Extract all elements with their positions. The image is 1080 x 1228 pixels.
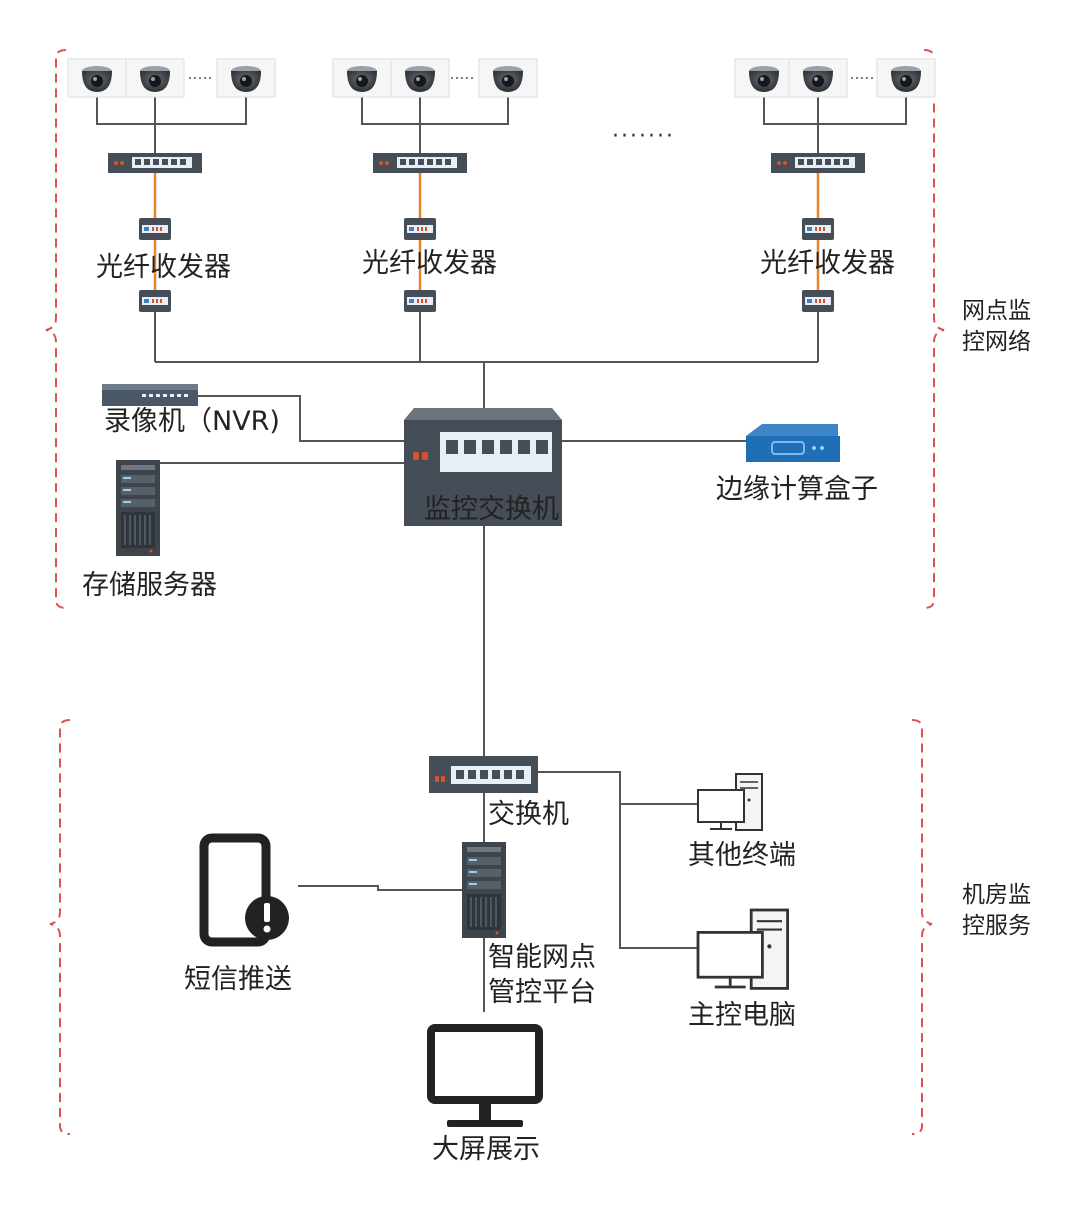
- section-label-top: 网点监控网络: [962, 298, 1031, 355]
- monitor-icon: [427, 1024, 543, 1127]
- platform-label-line1: 智能网点: [488, 942, 596, 973]
- nvr-label: 录像机（NVR): [104, 406, 280, 437]
- dome-camera-icon: [788, 58, 848, 98]
- main-pc-label: 主控电脑: [688, 1000, 796, 1031]
- dome-camera-icon: [216, 58, 276, 98]
- monitor-switch-icon: [404, 408, 562, 526]
- edge-box-icon: [746, 424, 840, 462]
- platform-server-icon: [461, 841, 507, 939]
- switch-icon: [373, 153, 467, 173]
- dome-camera-icon: [478, 58, 538, 98]
- server-icon: [115, 459, 161, 557]
- fiber-transceiver-icon: [802, 290, 834, 312]
- dome-camera-icon: [390, 58, 450, 98]
- fiber-transceiver-label-3: 光纤收发器: [760, 248, 895, 279]
- sms-push-label: 短信推送: [184, 964, 292, 995]
- fiber-transceiver-label-1: 光纤收发器: [96, 252, 231, 283]
- dome-camera-icon: [734, 58, 794, 98]
- camera-ellipsis: [189, 77, 873, 79]
- bracket-bottom-left: [49, 719, 71, 1135]
- dome-camera-icon: [876, 58, 936, 98]
- phone-alert-icon: [199, 833, 289, 947]
- fiber-transceiver-icon: [404, 290, 436, 312]
- dome-camera-icon: [332, 58, 392, 98]
- desktop-pc-icon: [697, 773, 763, 831]
- more-branches-ellipsis: ·······: [612, 124, 675, 149]
- nvr-icon: [102, 384, 198, 406]
- fiber-transceiver-icon: [802, 218, 834, 240]
- switch-icon: [108, 153, 202, 173]
- platform-label-line2: 管控平台: [488, 977, 596, 1008]
- room-switch-icon: [429, 756, 538, 793]
- dome-camera-icon: [125, 58, 185, 98]
- section-label-bottom: 机房监控服务: [962, 882, 1031, 939]
- fiber-transceiver-icon: [404, 218, 436, 240]
- dome-camera-icon: [67, 58, 127, 98]
- edge-box-label: 边缘计算盒子: [716, 474, 878, 505]
- storage-server-label: 存储服务器: [82, 570, 217, 601]
- switch-icon: [771, 153, 865, 173]
- fiber-transceiver-label-2: 光纤收发器: [362, 248, 497, 279]
- monitor-switch-label: 监控交换机: [424, 494, 559, 525]
- fiber-transceiver-icon: [139, 290, 171, 312]
- other-terminal-label: 其他终端: [688, 840, 796, 871]
- fiber-transceiver-icon: [139, 218, 171, 240]
- bracket-top-left: [45, 49, 67, 609]
- main-pc-icon: [696, 908, 789, 990]
- big-screen-label: 大屏展示: [432, 1134, 540, 1165]
- room-switch-label: 交换机: [488, 799, 569, 830]
- bracket-top-right: [923, 49, 945, 609]
- bracket-bottom-right: [911, 719, 933, 1135]
